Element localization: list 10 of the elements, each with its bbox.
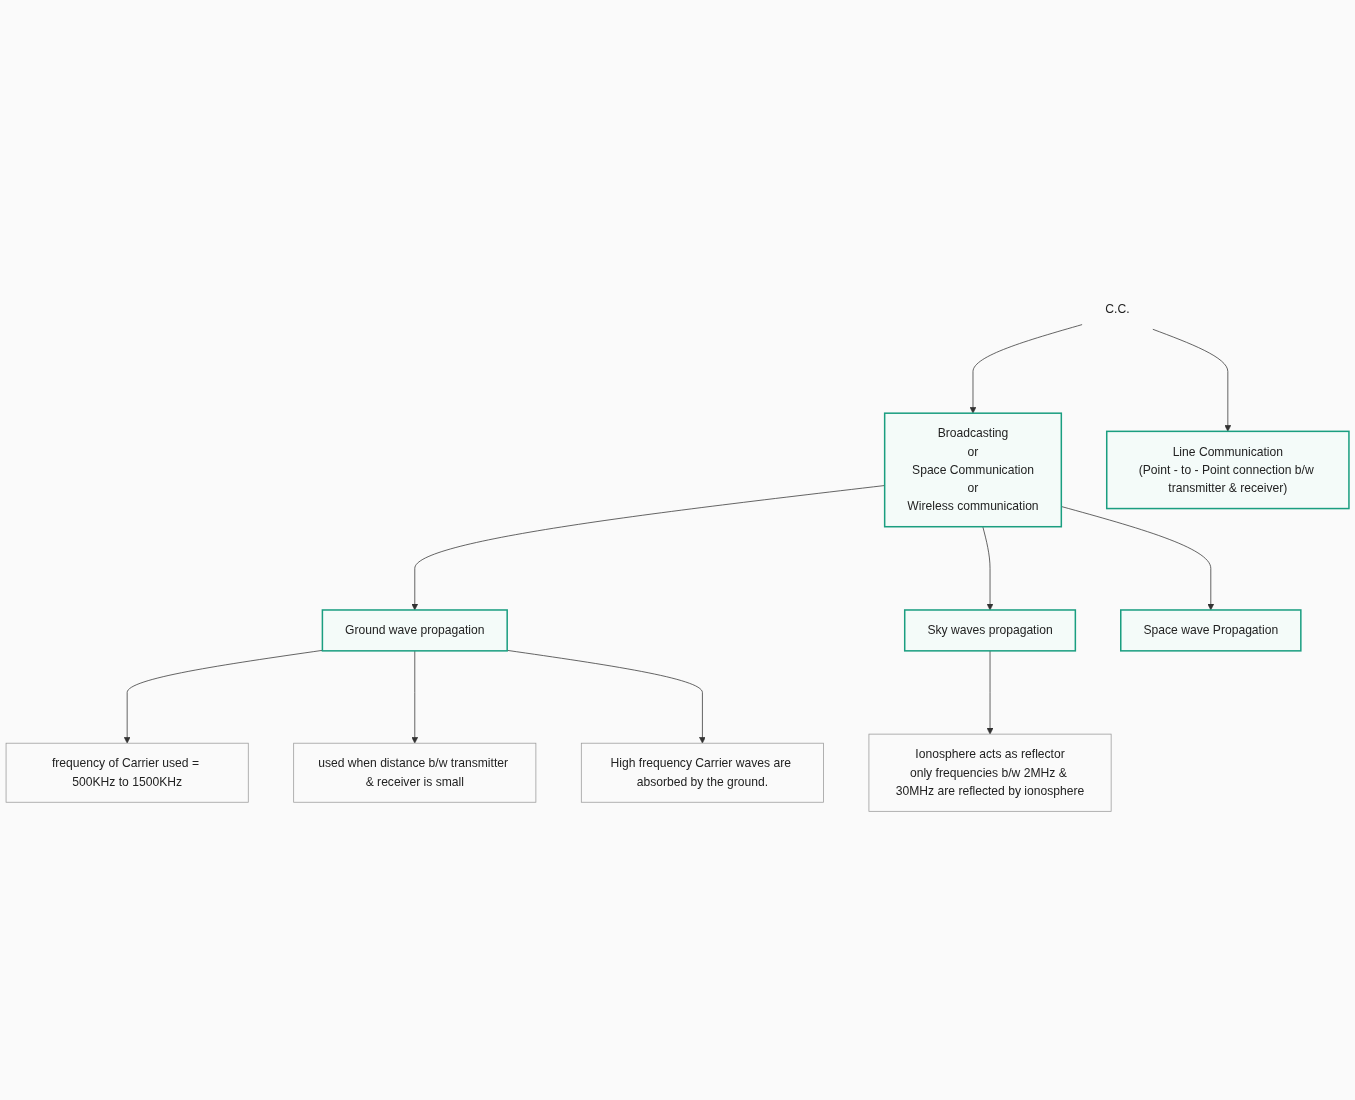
node-box: used when distance b/w transmitter & receiver is small	[293, 742, 537, 803]
node-box: Ionosphere acts as reflector only frequencies b/w 2MHz & 30MHz are reflected by ionosphere	[868, 733, 1112, 812]
node-box: Sky waves propagation	[903, 609, 1077, 652]
node-box: High frequency Carrier waves are absorbed by the ground.	[580, 742, 824, 803]
node-box: Broadcasting or Space Communication or Wireless communication	[883, 412, 1063, 528]
node-box: Line Communication (Point - to - Point connection b/w transmitter & receiver)	[1105, 430, 1350, 510]
node-box: frequency of Carrier used = 500KHz to 1500KHz	[5, 742, 249, 803]
node-text: C.C.	[1105, 302, 1130, 316]
node-box: Space wave Propagation	[1120, 609, 1302, 652]
node-box: Ground wave propagation	[321, 609, 508, 652]
